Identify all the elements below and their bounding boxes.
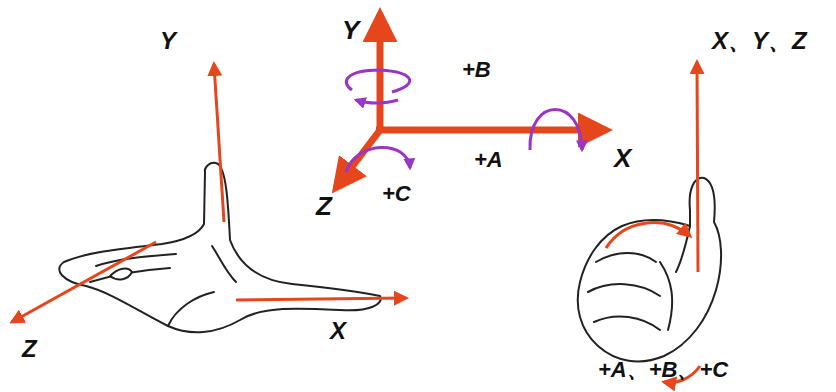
axis-triad — [336, 14, 606, 188]
axis-letter: Y — [160, 28, 176, 54]
a-rotation-arc — [530, 110, 582, 151]
x-axis-arrow — [376, 127, 606, 134]
left-hand-drawing — [59, 163, 380, 332]
x-axis-arrow — [236, 298, 406, 300]
left-hand-axes — [12, 64, 406, 322]
finger-lines — [90, 246, 236, 326]
b-rotation-arc — [346, 70, 409, 103]
c-rotation-arc — [346, 147, 410, 172]
right-hand-axes — [606, 62, 700, 382]
axis-letter: X — [330, 318, 346, 344]
hand-outline — [59, 163, 380, 332]
axis-letter: X — [614, 144, 631, 173]
y-axis-arrow — [214, 64, 224, 222]
thumb-axis-arrow — [697, 62, 698, 272]
rotation-label: +A — [474, 148, 503, 172]
axis-letter: Z — [316, 192, 332, 221]
rotation-label: +C — [382, 182, 411, 206]
y-axis-arrow — [377, 14, 384, 130]
rotation-list: +A、+B、+C — [598, 358, 728, 382]
fingernail — [110, 269, 132, 280]
fist-outline — [578, 178, 721, 362]
right-hand-drawing — [578, 178, 721, 362]
z-axis-arrow — [12, 242, 156, 322]
curl-arc — [606, 223, 690, 248]
rotation-arcs — [346, 70, 582, 172]
rotation-label: +B — [462, 58, 491, 82]
axis-letter: Z — [22, 336, 37, 362]
z-axis-arrow — [336, 130, 380, 188]
finger-lines — [588, 226, 690, 330]
axis-letter: Y — [342, 16, 359, 45]
axis-list: X、Y、Z — [712, 28, 807, 54]
